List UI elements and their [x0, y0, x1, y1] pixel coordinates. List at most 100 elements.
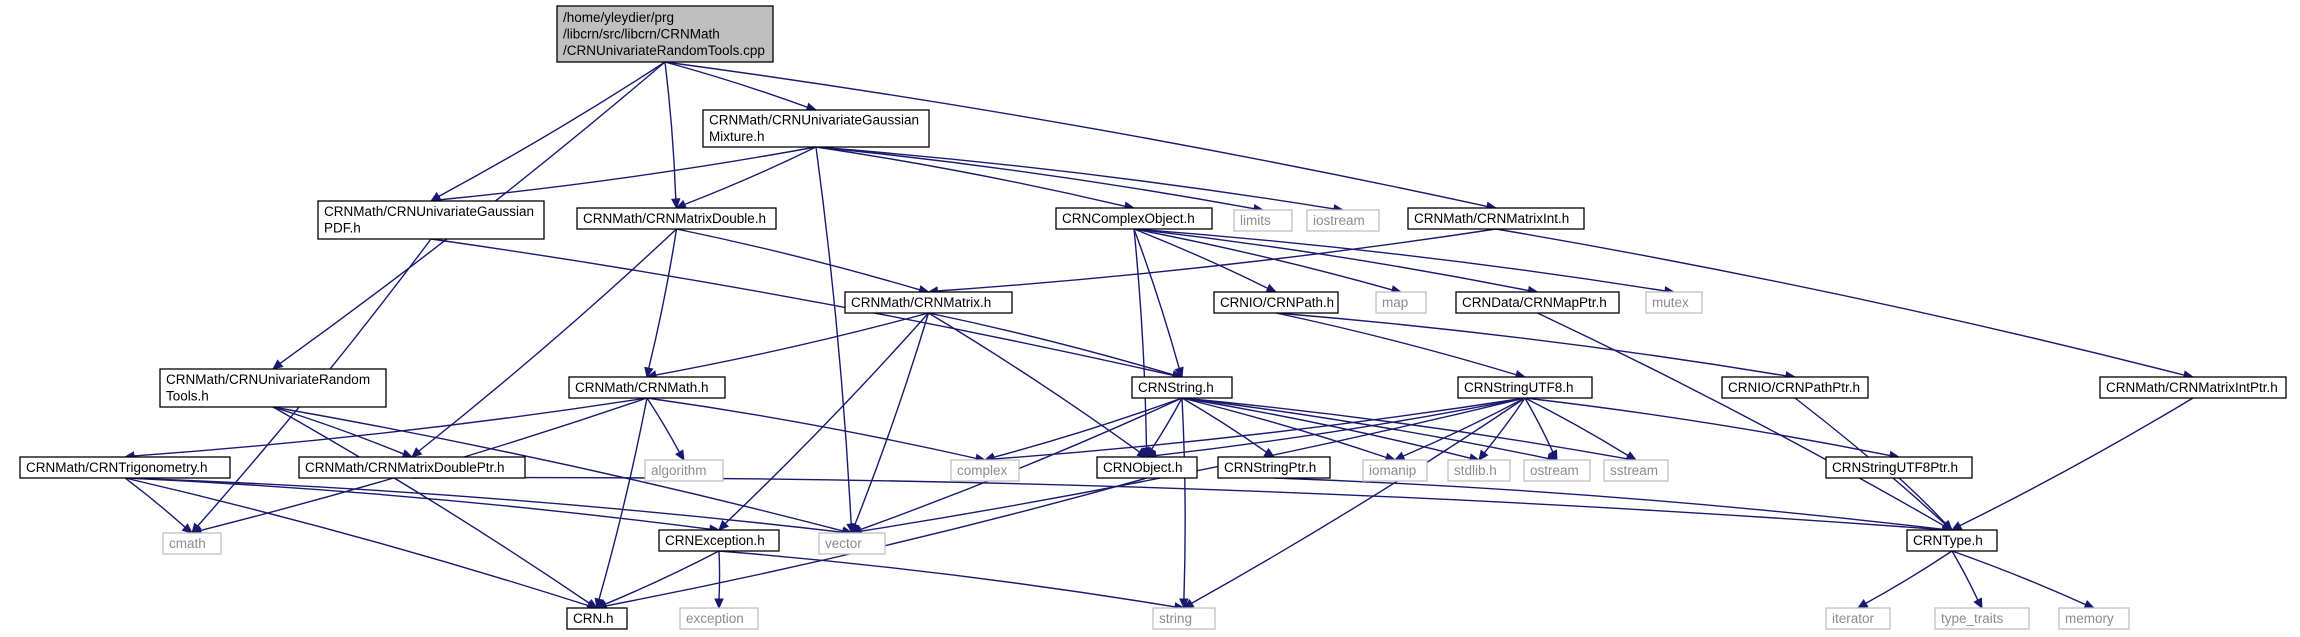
- edge-trigonometry-to-vector: [124, 477, 844, 534]
- edge-mapptr-to-type: [1537, 312, 1945, 527]
- edge-complexobject-to-string: [1133, 228, 1180, 369]
- edge-stringutf8ptr-to-type: [1898, 477, 1947, 525]
- node-label-sstream: sstream: [1610, 463, 1658, 478]
- node-box-vector: [818, 532, 886, 555]
- node-type[interactable]: CRNType.h: [1906, 529, 1998, 552]
- node-trigonometry[interactable]: CRNMath/CRNTrigonometry.h: [19, 456, 231, 479]
- edge-matrixint-to-matrixintptr: [1495, 228, 2185, 376]
- node-crn[interactable]: CRN.h: [566, 607, 628, 630]
- edge-string-to-stdlib: [1181, 397, 1471, 459]
- edge-pdf-to-string: [430, 238, 1174, 377]
- node-label-pdf: PDF.h: [324, 221, 361, 236]
- node-box-type: [1906, 529, 1998, 552]
- node-limits: limits: [1233, 209, 1293, 232]
- node-randomtools[interactable]: CRNMath/CRNUnivariateRandomTools.h: [159, 368, 387, 408]
- node-label-string: CRNString.h: [1138, 380, 1214, 395]
- node-label-complexobject: CRNComplexObject.h: [1062, 211, 1195, 226]
- node-root[interactable]: /home/yleydier/prg/libcrn/src/libcrn/CRN…: [556, 5, 774, 63]
- edge-trigonometry-to-cmath: [124, 477, 186, 528]
- node-matrixintptr[interactable]: CRNMath/CRNMatrixIntPtr.h: [2099, 376, 2287, 399]
- node-object[interactable]: CRNObject.h: [1096, 456, 1198, 479]
- node-mapptr[interactable]: CRNData/CRNMapPtr.h: [1455, 291, 1620, 314]
- node-label-path: CRNIO/CRNPath.h: [1220, 295, 1334, 310]
- node-box-pdf: [317, 200, 545, 240]
- node-label-type: CRNType.h: [1913, 533, 1983, 548]
- node-label-root: /libcrn/src/libcrn/CRNMath: [563, 26, 720, 41]
- node-path[interactable]: CRNIO/CRNPath.h: [1213, 291, 1339, 314]
- arrowhead-matrix-to-exception: [718, 519, 730, 531]
- node-box-matrixint: [1407, 207, 1585, 230]
- edge-complexobject-to-path: [1133, 228, 1269, 289]
- node-box-mutex: [1645, 291, 1703, 314]
- node-box-sstream: [1603, 459, 1669, 482]
- node-crnmath[interactable]: CRNMath/CRNMath.h: [568, 376, 726, 399]
- edge-complexobject-to-mapptr: [1133, 228, 1529, 292]
- arrowhead-stringutf8-to-ostream: [1548, 449, 1558, 462]
- node-label-algorithm: algorithm: [651, 463, 707, 478]
- node-box-cmath: [162, 532, 222, 555]
- node-label-crnmath: CRNMath/CRNMath.h: [575, 380, 709, 395]
- node-iostream: iostream: [1306, 209, 1380, 232]
- node-matrixint[interactable]: CRNMath/CRNMatrixInt.h: [1407, 207, 1585, 230]
- edge-string-to-ostream: [1181, 397, 1549, 460]
- edge-randomtools-to-vector: [272, 406, 844, 532]
- node-label-cmath: cmath: [169, 536, 206, 551]
- node-label-iostream: iostream: [1313, 213, 1365, 228]
- node-box-iterator: [1825, 607, 1891, 630]
- node-label-matrix: CRNMath/CRNMatrix.h: [851, 295, 991, 310]
- node-box-complexobject: [1055, 207, 1213, 230]
- node-box-type_traits: [1934, 607, 2030, 630]
- edge-string-to-vector: [860, 397, 1183, 531]
- edge-matrixdoubleptr-to-type: [411, 476, 1944, 531]
- node-matrix[interactable]: CRNMath/CRNMatrix.h: [844, 291, 1013, 314]
- node-label-stdexception: exception: [686, 611, 744, 626]
- arrowhead-crnmath-to-algorithm: [675, 449, 685, 462]
- node-label-stdlib: stdlib.h: [1454, 463, 1497, 478]
- node-stdexception: exception: [679, 607, 759, 630]
- node-box-randomtools: [159, 368, 387, 408]
- node-box-matrixintptr: [2099, 376, 2287, 399]
- node-complex: complex: [950, 459, 1020, 482]
- node-stringutf8ptr[interactable]: CRNStringUTF8Ptr.h: [1825, 456, 1973, 479]
- arrowhead-type-to-memory: [2083, 600, 2096, 609]
- edge-stringutf8-to-sstream: [1524, 397, 1629, 457]
- edge-matrix-to-object: [928, 312, 1140, 453]
- edge-mixture-to-vector: [815, 146, 852, 525]
- node-stringutf8[interactable]: CRNStringUTF8.h: [1457, 376, 1593, 399]
- node-box-mapptr: [1455, 291, 1620, 314]
- edge-string-to-stdstring: [1181, 397, 1186, 600]
- edge-exception-to-stdstring: [718, 550, 1176, 608]
- edge-matrixdouble-to-matrixdoubleptr: [418, 228, 677, 452]
- edge-crnmath-to-crn: [598, 397, 648, 600]
- node-stringptr[interactable]: CRNStringPtr.h: [1217, 456, 1331, 479]
- node-label-stdstring: string: [1159, 611, 1192, 626]
- edge-type-to-type_traits: [1951, 550, 1979, 601]
- edge-mixture-to-pdf: [439, 146, 817, 201]
- edge-string-to-sstream: [1181, 397, 1628, 460]
- node-label-vector: vector: [825, 536, 862, 551]
- node-label-stringutf8: CRNStringUTF8.h: [1464, 380, 1574, 395]
- edge-matrixintptr-to-type: [1959, 397, 2194, 527]
- edge-root-to-matrixint: [664, 61, 1488, 208]
- node-label-randomtools: CRNMath/CRNUnivariateRandom: [166, 372, 370, 387]
- node-label-memory: memory: [2065, 611, 2114, 626]
- node-exception[interactable]: CRNException.h: [658, 529, 780, 552]
- node-string[interactable]: CRNString.h: [1131, 376, 1233, 399]
- node-box-string: [1131, 376, 1233, 399]
- edge-crnmath-to-trigonometry: [133, 397, 648, 457]
- edge-matrix-to-vector: [854, 312, 930, 525]
- node-complexobject[interactable]: CRNComplexObject.h: [1055, 207, 1213, 230]
- edge-matrix-to-exception: [724, 312, 930, 525]
- node-box-path: [1213, 291, 1339, 314]
- node-box-root: [556, 5, 774, 63]
- edge-matrixdouble-to-matrix: [676, 228, 920, 291]
- node-matrixdoubleptr[interactable]: CRNMath/CRNMatrixDoublePtr.h: [298, 456, 526, 479]
- node-label-root: /home/yleydier/prg: [563, 10, 674, 25]
- node-matrixdouble[interactable]: CRNMath/CRNMatrixDouble.h: [576, 207, 777, 230]
- node-pathptr[interactable]: CRNIO/CRNPathPtr.h: [1721, 376, 1869, 399]
- node-box-crnmath: [568, 376, 726, 399]
- edge-stringutf8-to-ostream: [1524, 397, 1554, 453]
